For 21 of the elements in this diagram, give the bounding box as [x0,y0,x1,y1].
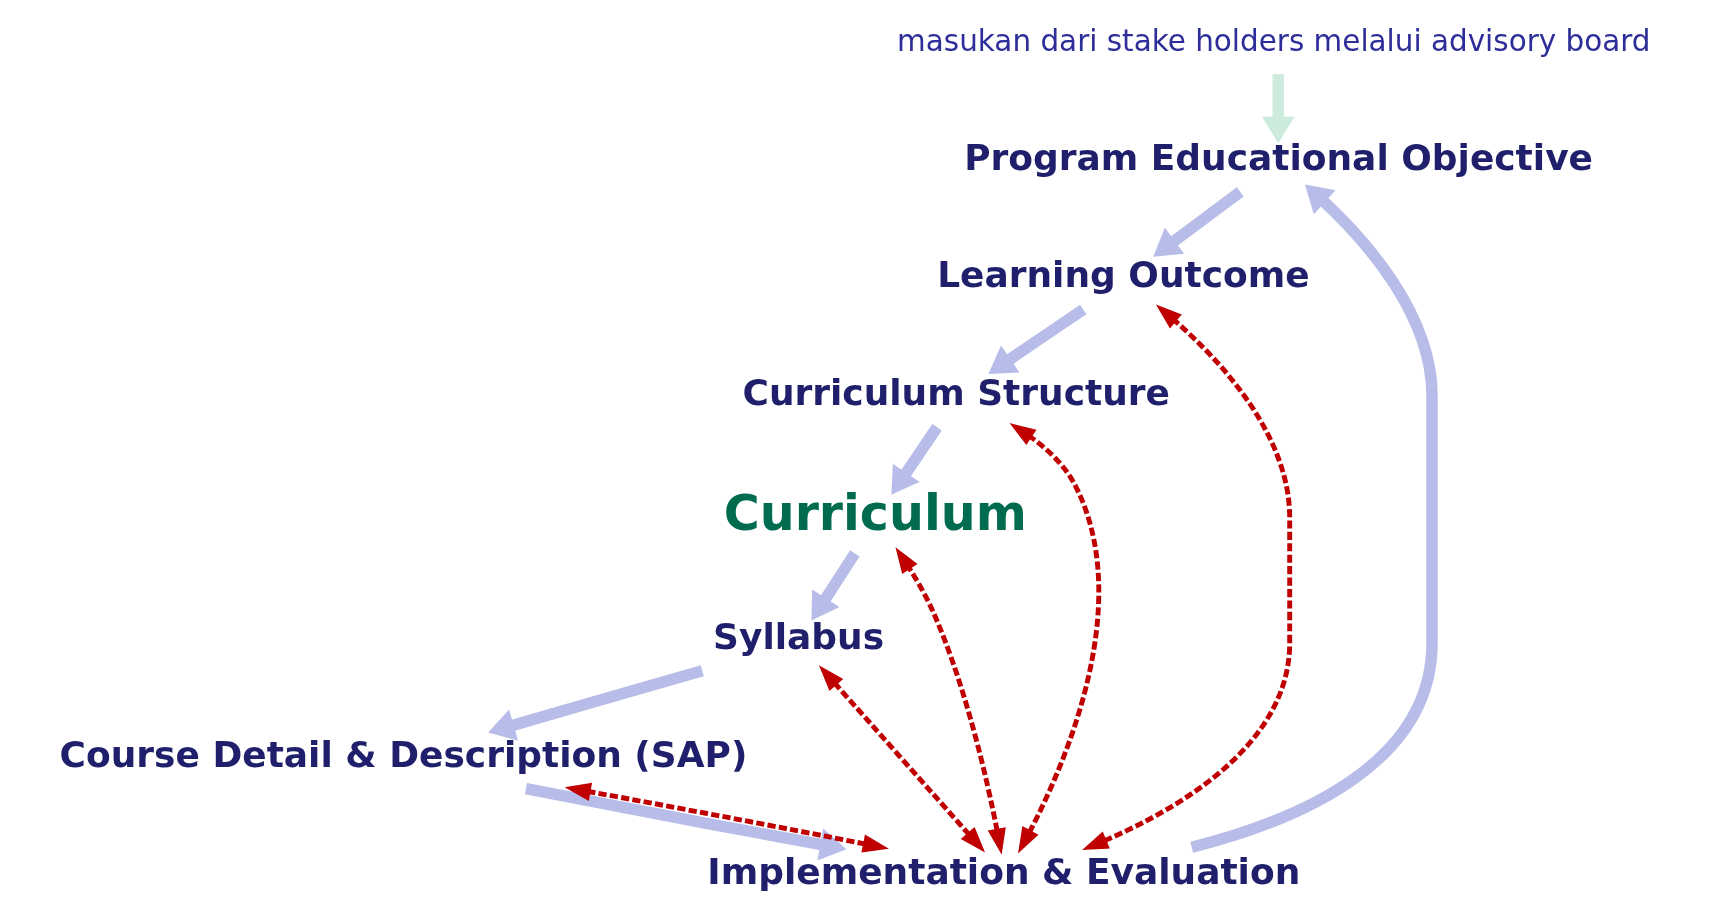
arrow [1153,187,1244,257]
arrow [1190,184,1438,853]
arrow [1262,74,1295,144]
node-text: Course Detail & Description (SAP) [59,733,748,775]
node-text: Curriculum [723,484,1027,543]
arrow [1082,304,1293,851]
arrow [1009,423,1101,854]
arrow [564,782,889,853]
node-text: Implementation & Evaluation [707,851,1301,893]
arrow [895,547,1006,855]
node-text: masukan dari stake holders melalui advisory board [897,24,1651,59]
node-text: Syllabus [713,615,885,657]
arrow [524,782,847,861]
arrow [988,304,1087,374]
arrow [891,424,942,495]
node-text: Learning Outcome [937,254,1310,296]
node-text: Curriculum Structure [742,372,1170,414]
arrow [488,665,704,741]
arrow [818,665,986,853]
node-text: Program Educational Objective [964,136,1593,178]
arrow [811,550,860,621]
